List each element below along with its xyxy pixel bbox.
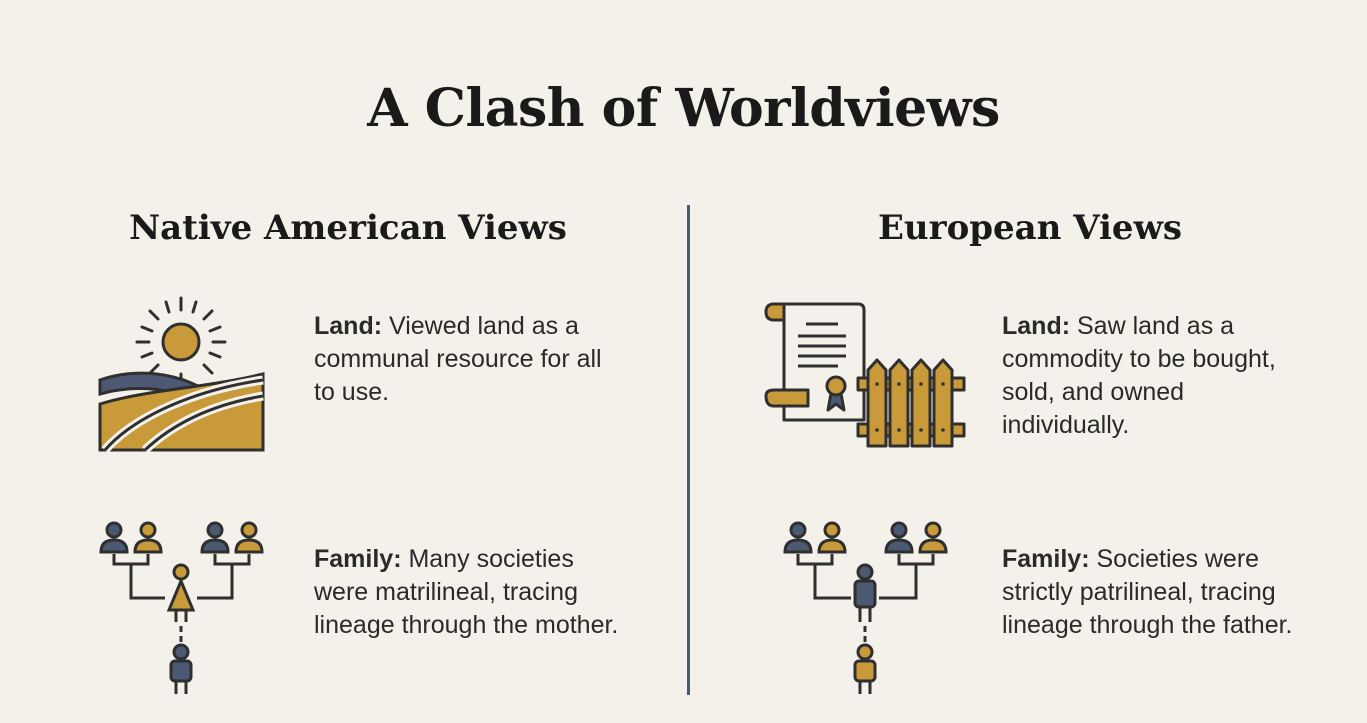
matrilineal-family-tree-icon — [99, 521, 264, 694]
european-family-text: Family: Societies were strictly patrilin… — [1002, 543, 1312, 642]
page-title: A Clash of Worldviews — [367, 78, 1000, 139]
european-heading: European Views — [878, 208, 1182, 248]
european-land-text: Land: Saw land as a commodity to be boug… — [1002, 310, 1282, 442]
native-family-body: Many societies were matrilineal, tracing… — [314, 545, 619, 639]
native-heading: Native American Views — [129, 208, 567, 248]
sun-over-fields-icon — [98, 296, 265, 454]
european-land-body: Saw land as a commodity to be bought, so… — [1002, 312, 1276, 439]
patrilineal-family-tree-icon — [783, 521, 948, 694]
native-family-text: Family: Many societies were matrilineal,… — [314, 543, 634, 642]
native-land-text: Land: Viewed land as a communal resource… — [314, 310, 614, 409]
european-land-label: Land: — [1002, 312, 1071, 340]
native-family-label: Family: — [314, 545, 402, 573]
column-divider — [687, 205, 690, 695]
european-family-label: Family: — [1002, 545, 1090, 573]
deed-and-fence-icon — [764, 302, 966, 448]
native-land-body: Viewed land as a communal resource for a… — [314, 312, 602, 406]
european-family-body: Societies were strictly patrilineal, tra… — [1002, 545, 1293, 639]
native-land-label: Land: — [314, 312, 383, 340]
